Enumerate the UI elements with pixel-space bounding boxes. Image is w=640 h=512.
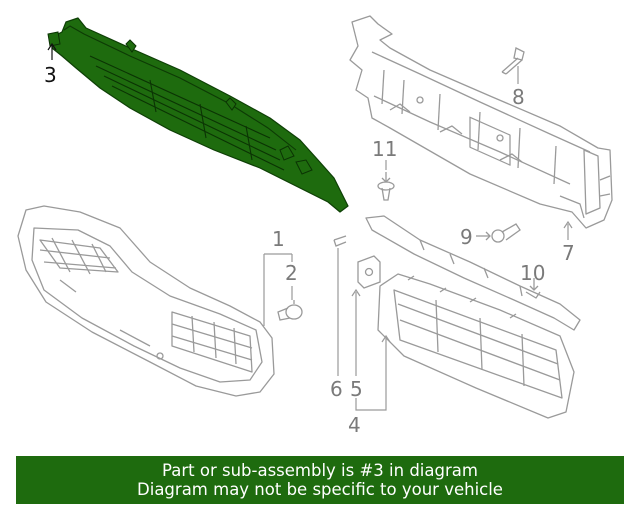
- part-4-shutter: [377, 273, 575, 419]
- callout-1: 1: [272, 227, 285, 251]
- callout-7: 7: [562, 241, 575, 265]
- part-3-highlighted: [47, 17, 349, 213]
- callout-6: 6: [330, 377, 343, 401]
- part-11-clip: [377, 172, 395, 201]
- callout-2: 2: [285, 261, 298, 285]
- part-8-bolt: [501, 47, 525, 75]
- part-1-grille: [17, 205, 275, 397]
- part-9-bolt: [476, 223, 521, 243]
- banner-line-1: Part or sub-assembly is #3 in diagram: [162, 461, 478, 480]
- banner-line-2: Diagram may not be specific to your vehi…: [137, 480, 503, 499]
- part-7-support-panel: [349, 15, 613, 229]
- leader-lines: [47, 42, 573, 411]
- callout-4: 4: [348, 413, 361, 437]
- callout-10: 10: [520, 261, 545, 285]
- part-6-pin: [333, 235, 347, 247]
- callout-5: 5: [350, 377, 363, 401]
- part-10-bracket: [365, 215, 581, 331]
- callout-9: 9: [460, 225, 473, 249]
- parts-diagram: 3 1 2 8 11 9 7 10 6 5 4: [17, 15, 613, 437]
- callout-11: 11: [372, 137, 397, 161]
- callout-8: 8: [512, 85, 525, 109]
- part-2-bolt: [277, 300, 303, 321]
- info-banner: Part or sub-assembly is #3 in diagram Di…: [16, 456, 624, 504]
- part-5-nut-plate: [357, 255, 381, 289]
- callout-3: 3: [44, 63, 57, 87]
